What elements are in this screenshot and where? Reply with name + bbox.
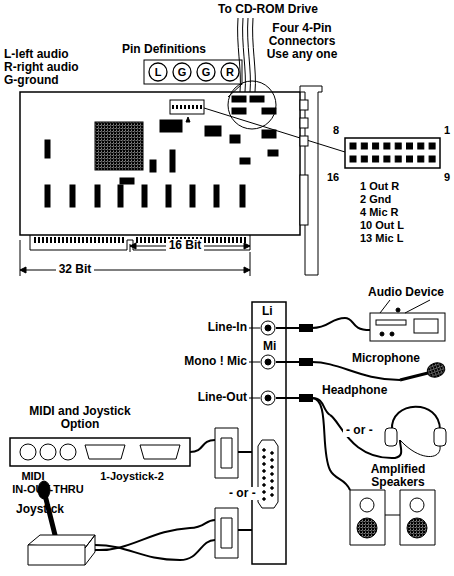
pin-header-zoom xyxy=(345,138,440,168)
leader-line xyxy=(249,328,260,398)
amplified-speakers xyxy=(350,490,435,545)
legend-note: R-right audio xyxy=(4,61,79,74)
device-label: Microphone xyxy=(352,352,420,365)
cable-label: To CD-ROM Drive xyxy=(218,3,318,16)
pin-circle: R xyxy=(220,62,240,82)
device-label: Headphone xyxy=(322,384,387,397)
panel-jacks xyxy=(258,321,278,508)
port-label: Line-Out xyxy=(198,391,247,404)
legend-note: G-ground xyxy=(4,74,59,87)
dimension-lines xyxy=(20,240,250,276)
pin-number: 8 xyxy=(333,124,339,137)
port-label: 1-Joystick-2 xyxy=(100,470,164,483)
card-board xyxy=(20,92,300,235)
pin-name: 2 Gnd xyxy=(360,193,391,206)
port-label: IN-OUT-THRU xyxy=(12,483,84,496)
heading-label: Pin Definitions xyxy=(122,43,206,56)
connector-note: Four 4-Pin Connectors Use any one xyxy=(257,22,347,61)
jack-mark: Li xyxy=(262,305,273,318)
port-label: Line-In xyxy=(208,321,247,334)
pin-circle: L xyxy=(148,62,168,82)
pin-number: 1 xyxy=(444,124,450,137)
or-note: - or - xyxy=(226,487,259,500)
headphones xyxy=(385,407,446,457)
pin-name: 10 Out L xyxy=(360,219,404,232)
edge-connector xyxy=(30,235,250,250)
chips xyxy=(45,120,278,207)
pin-def-frame xyxy=(144,60,242,84)
edge-fingers xyxy=(34,240,246,241)
legend-note: L-left audio xyxy=(4,48,69,61)
or-note: - or - xyxy=(343,424,376,437)
pin-letter: L xyxy=(148,62,168,82)
pin-name: 13 Mic L xyxy=(360,232,403,245)
highlight-circle xyxy=(228,81,276,129)
pin-name: 1 Out R xyxy=(360,180,399,193)
dimension-label: 32 Bit xyxy=(56,263,95,276)
jack-mark: Mi xyxy=(263,340,276,353)
pin-number: 9 xyxy=(444,171,450,184)
pin-letter: G xyxy=(196,62,216,82)
back-panel xyxy=(252,302,286,564)
midi-joystick-box xyxy=(10,438,215,466)
heading-label: MIDI and Joystick Option xyxy=(15,405,145,431)
pin-letter: G xyxy=(172,62,192,82)
pin-name: 4 Mic R xyxy=(360,206,399,219)
pin-circle: G xyxy=(172,62,192,82)
pin-letter: R xyxy=(220,62,240,82)
pin-header xyxy=(170,100,204,114)
port-label: MIDI xyxy=(21,470,44,483)
leader-line xyxy=(204,108,345,152)
pin-number: 16 xyxy=(327,171,339,184)
pin-circle: G xyxy=(196,62,216,82)
device-label: Audio Device xyxy=(368,286,444,299)
card-jacks xyxy=(300,100,308,225)
four-pin-connectors xyxy=(232,96,276,114)
dimension-label: 16 Bit xyxy=(166,239,205,252)
device-label: Amplified Speakers xyxy=(358,463,438,489)
port-label: Mono ! Mic xyxy=(184,355,247,368)
header-pins xyxy=(350,143,435,162)
device-label: Joystick xyxy=(16,503,64,516)
card-bracket xyxy=(300,86,322,275)
audio-device xyxy=(370,300,445,341)
